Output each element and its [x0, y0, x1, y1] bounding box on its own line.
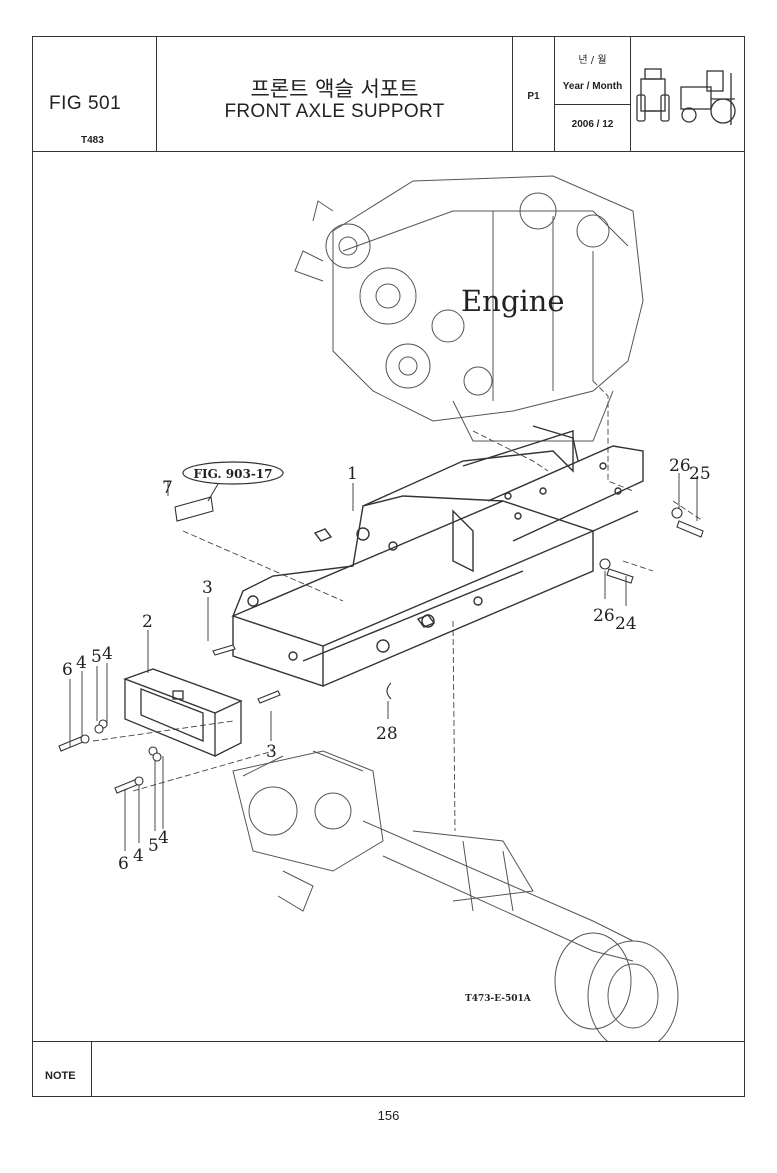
callout-5-upper: 5 [91, 647, 102, 667]
page-frame: FIG 501 T483 프론트 액슬 서포트 FRONT AXLE SUPPO… [32, 36, 745, 1097]
leader-lines [92, 380, 704, 832]
page-cell: P1 [513, 37, 555, 151]
callout-4-upper-a: 4 [76, 653, 87, 673]
tractor-icon [636, 68, 736, 125]
fig-reference-text: FIG. 903-17 [193, 467, 272, 481]
date-value: 2006 / 12 [571, 119, 614, 130]
fig-reference-bubble [182, 461, 284, 502]
callout-leaders [69, 473, 698, 851]
drawing-code: T473-E-501A [465, 994, 532, 1004]
callout-26-upper: 26 [669, 456, 691, 476]
date-divider [555, 104, 630, 105]
front-axle-support-frame [231, 425, 644, 687]
date-label-korean: 년 / 월 [578, 55, 607, 66]
callout-25: 25 [689, 464, 711, 484]
date-label-english: Year / Month [562, 81, 623, 92]
note-label-cell: NOTE [33, 1042, 92, 1097]
callout-4-lower-b: 4 [158, 828, 169, 848]
callout-4-lower-a: 4 [133, 846, 144, 866]
callout-26-lower: 26 [593, 606, 615, 626]
front-bracket [123, 668, 243, 757]
callout-3-lower: 3 [266, 742, 277, 762]
title-cell: 프론트 액슬 서포트 FRONT AXLE SUPPORT [157, 37, 513, 151]
model-code: T483 [81, 135, 104, 146]
front-axle-illustration [232, 750, 679, 1052]
page-code: P1 [527, 91, 540, 102]
callout-2: 2 [142, 612, 153, 632]
callout-6-lower: 6 [118, 854, 129, 874]
engine-illustration [294, 175, 644, 442]
callout-6-upper: 6 [62, 660, 73, 680]
callout-4-upper-b: 4 [102, 644, 113, 664]
note-row: NOTE [33, 1041, 744, 1097]
figure-number: FIG 501 [49, 93, 122, 114]
bolts-and-washers [58, 496, 704, 794]
figure-cell: FIG 501 T483 [33, 37, 157, 151]
tractor-logo-cell [631, 37, 744, 151]
parts-diagram: Engine [58, 175, 711, 1052]
page-number: 156 [377, 1108, 400, 1123]
callout-1: 1 [347, 464, 358, 484]
date-cell: 년 / 월 Year / Month 2006 / 12 [555, 37, 631, 151]
callout-5-lower: 5 [148, 836, 159, 856]
callout-numbers: 1 2 3 3 7 6 4 5 4 6 4 5 4 26 24 26 25 28 [62, 456, 711, 874]
callout-28: 28 [376, 724, 398, 744]
engine-label: Engine [461, 284, 565, 318]
callout-7: 7 [162, 478, 173, 498]
title-block: FIG 501 T483 프론트 액슬 서포트 FRONT AXLE SUPPO… [33, 37, 744, 152]
note-label: NOTE [45, 1070, 76, 1082]
callout-24: 24 [615, 614, 637, 634]
callout-3-upper: 3 [202, 578, 213, 598]
exploded-parts-drawing: Engine [33, 151, 744, 1052]
title-korean: 프론트 액슬 서포트 [250, 77, 419, 101]
title-english: FRONT AXLE SUPPORT [224, 101, 445, 122]
